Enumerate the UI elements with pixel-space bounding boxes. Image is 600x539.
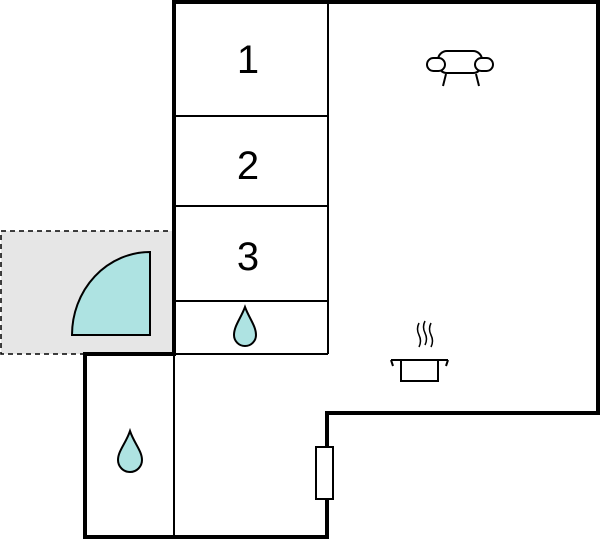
interior-walls [173, 2, 329, 537]
room-3-number: 3 [237, 235, 259, 279]
sofa-icon [426, 50, 494, 87]
water-drop-icon [116, 427, 144, 473]
room-2-number: 2 [237, 144, 259, 188]
room-1-number: 1 [237, 38, 259, 82]
main-outline-wall [83, 0, 600, 539]
cooking-pot-icon [390, 320, 449, 382]
water-drop-icon [232, 304, 258, 347]
shower-icon [70, 250, 151, 336]
door-icon [315, 446, 334, 500]
